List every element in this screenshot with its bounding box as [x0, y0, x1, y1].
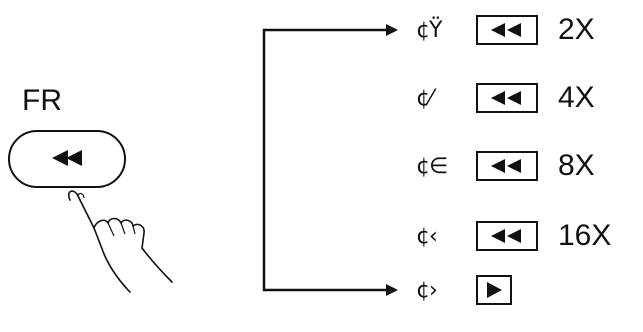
speed-row-16x: ¢‹ 16X — [416, 216, 611, 256]
fast-rewind-icon — [476, 221, 538, 251]
speed-row-4x: ¢⁄ 4X — [416, 78, 595, 118]
speed-prefix: ¢Ÿ — [416, 17, 442, 43]
cycle-bracket — [262, 24, 398, 296]
arrow-head-icon — [386, 24, 398, 36]
speed-prefix: ¢∈ — [416, 153, 448, 179]
speed-prefix: ¢› — [416, 277, 438, 303]
fr-label: FR — [22, 84, 62, 117]
speed-row-8x: ¢∈ 8X — [416, 146, 595, 186]
speed-prefix: ¢⁄ — [416, 85, 433, 111]
speed-label: 8X — [558, 149, 595, 182]
speed-prefix: ¢‹ — [416, 223, 438, 249]
fr-button[interactable] — [8, 130, 126, 188]
play-icon — [476, 275, 512, 305]
speed-row-2x: ¢Ÿ 2X — [416, 10, 595, 50]
fast-rewind-icon — [476, 151, 538, 181]
speed-row-play: ¢› — [416, 270, 532, 310]
speed-label: 4X — [558, 81, 595, 114]
speed-label: 2X — [558, 13, 595, 46]
speed-label: 16X — [558, 219, 612, 252]
fast-rewind-icon — [476, 15, 538, 45]
hand-pointer-icon — [67, 190, 173, 293]
fast-rewind-icon — [476, 83, 538, 113]
arrow-head-icon — [386, 284, 398, 296]
fast-rewind-icon — [51, 149, 82, 166]
